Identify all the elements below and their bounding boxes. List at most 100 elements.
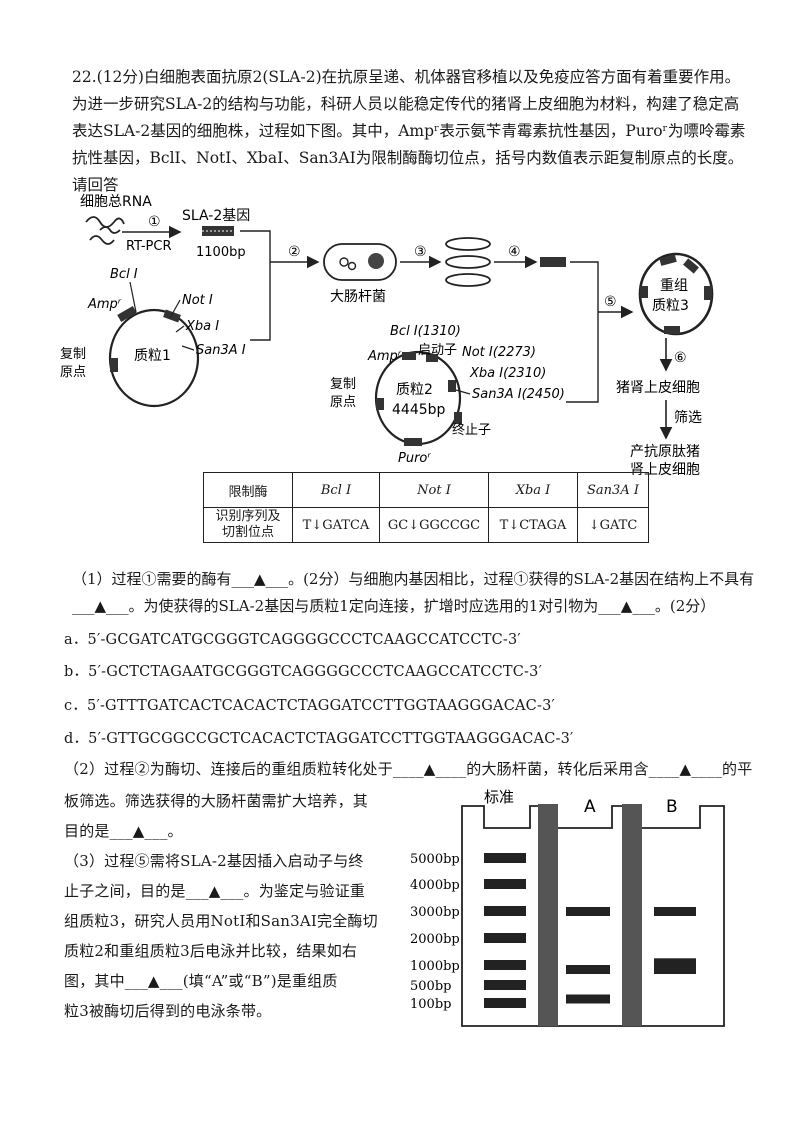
row-label-line: 识别序列及 [215,509,281,524]
cells-label: 猪肾上皮细胞 [616,380,700,396]
marker-band [484,980,526,990]
table-header: Xba I [488,472,578,508]
plasmid1-bcl: Bcl I [110,267,138,282]
rna-strand-icon [89,235,115,245]
table-header: Not I [379,472,489,508]
rtpcr-label: RT-PCR [126,239,171,254]
row-label-line: 切割位点 [221,525,274,540]
marker-label: 4000bp [410,878,460,893]
plasmid2-ori: 原点 [330,395,356,410]
plasmid3-label: 重组 [660,278,688,294]
table-cell: GC↓GGCCGC [379,507,489,543]
step3-label: ③ [414,244,427,260]
q2-line: 板筛选。筛选获得的大肠杆菌需扩大培养，其 [64,792,369,810]
question-intro: 22.(12分)白细胞表面抗原2(SLA-2)在抗原呈递、机体器官移植以及免疫应… [72,68,746,194]
q1-option: a．5′-GCGATCATGCGGGTCAGGGGCCCTCAAGCCATCCT… [64,632,521,648]
plasmid1-ori: 原点 [60,365,86,380]
plasmid2-xba: Xba I(2310) [469,366,546,381]
step2-label: ② [288,244,301,260]
plasmid2-ori: 复制 [330,377,356,392]
gel-lane-label: B [666,797,678,817]
plasmid-copy-icon [445,255,491,269]
q1-option: d．5′-GTTGCGGCCGCTCACACTCTAGGATCCTTGGTAAG… [64,731,574,747]
gel-lane-label: 标准 [484,788,514,806]
lane-a-band [566,994,610,1004]
gel-outline [461,805,725,1027]
plasmid2-amp: Ampʳ [367,349,402,364]
q3-line: （3）过程⑤需将SLA-2基因插入启动子与终 [64,852,364,870]
total-rna-label: 细胞总RNA [80,194,152,210]
q2-line: 目的是___▲___。 [64,822,183,840]
plasmid2-bcl: Bcl I(1310) [390,324,461,339]
table-cell: T↓CTAGA [488,507,578,543]
plasmid1-amp: Ampʳ [87,297,122,312]
q3-line: 图，其中___▲___(填“A”或“B”)是重组质 [64,972,338,990]
gel-lane-label: A [584,797,596,817]
marker-label: 500bp [410,979,451,994]
ecoli-label: 大肠杆菌 [330,289,386,305]
marker-band [484,960,526,970]
gene-label: SLA-2基因 [182,207,250,224]
connector-line [566,261,599,403]
cut-gene-block [540,257,566,267]
q3-line: 止子之间，目的是___▲___。为鉴定与验证重 [64,882,366,900]
q2-line: （2）过程②为酶切、连接后的重组质粒转化处于____▲____的大肠杆菌，转化后… [64,760,753,778]
plasmid2-not: Not I(2273) [462,345,536,360]
marker-band [484,879,526,889]
plasmid2-puro: Puroʳ [398,451,431,466]
result-label: 产抗原肽猪 [630,444,700,460]
plasmid2-name: 质粒2 [396,382,433,398]
q1-text: （1）过程①需要的酶有___▲___。(2分）与细胞内基因相比，过程①获得的SL… [72,570,755,615]
enzyme-table: 限制酶 Bcl I Not I Xba I San3A I 识别序列及 切割位点… [203,472,649,543]
q3-line: 粒3被酶切后得到的电泳条带。 [64,1002,272,1020]
step5-label: ⑤ [604,294,617,310]
table-cell: ↓GATC [577,507,649,543]
plasmid1-xba: Xba I [185,319,219,334]
ecoli-icon [323,243,397,281]
marker-band [484,933,526,943]
plasmid2-san: San3A I(2450) [472,387,565,402]
marker-label: 2000bp [410,932,460,947]
gene-length: 1100bp [196,245,246,260]
marker-label: 1000bp [410,959,460,974]
plasmid1-name: 质粒1 [134,348,171,364]
lane-a-band [566,907,610,916]
plasmid2-size: 4445bp [392,402,446,418]
q3-line: 组质粒3，研究人员用NotI和San3AI完全酶切 [64,912,378,930]
plasmid2-terminator: 终止子 [452,422,491,438]
marker-label: 100bp [410,997,451,1012]
marker-band [484,906,526,916]
lane-b-band [654,958,696,968]
step6-label: ⑥ [674,350,687,366]
q1-option: b．5′-GCTCTAGAATGCGGGTCAGGGGCCCTCAAGCCATC… [64,664,543,680]
plasmid-copy-icon [445,237,491,251]
step4-label: ④ [508,244,521,260]
gel-separator [622,804,642,1026]
plasmid1-not: Not I [182,293,213,308]
plasmid1-san: San3A I [196,343,246,358]
marker-band [484,998,526,1008]
screen-label: 筛选 [674,410,702,426]
connector-line [240,230,271,341]
q1-option: c．5′-GTTTGATCACTCACACTCTAGGATCCTTGGTAAGG… [64,698,555,714]
gel-separator [538,804,558,1026]
q3-line: 质粒2和重组质粒3后电泳并比较，结果如右 [64,942,358,960]
marker-band [484,853,526,863]
marker-label: 3000bp [410,905,460,920]
plasmid1-ori: 复制 [60,347,86,362]
lane-b-band [654,965,696,974]
lane-b-band [654,907,696,916]
ecoli-chromosome [368,253,384,269]
plasmid3-label: 质粒3 [652,298,689,314]
table-header: Bcl I [292,472,380,508]
plasmid2-promoter: 启动子 [418,343,457,358]
table-row-label: 识别序列及 切割位点 [203,507,293,543]
plasmid-copy-icon [445,273,491,287]
step1-label: ① [148,214,161,230]
rna-strand-icon [99,226,121,234]
lane-a-band [566,965,610,974]
table-cell: T↓GATCA [292,507,380,543]
